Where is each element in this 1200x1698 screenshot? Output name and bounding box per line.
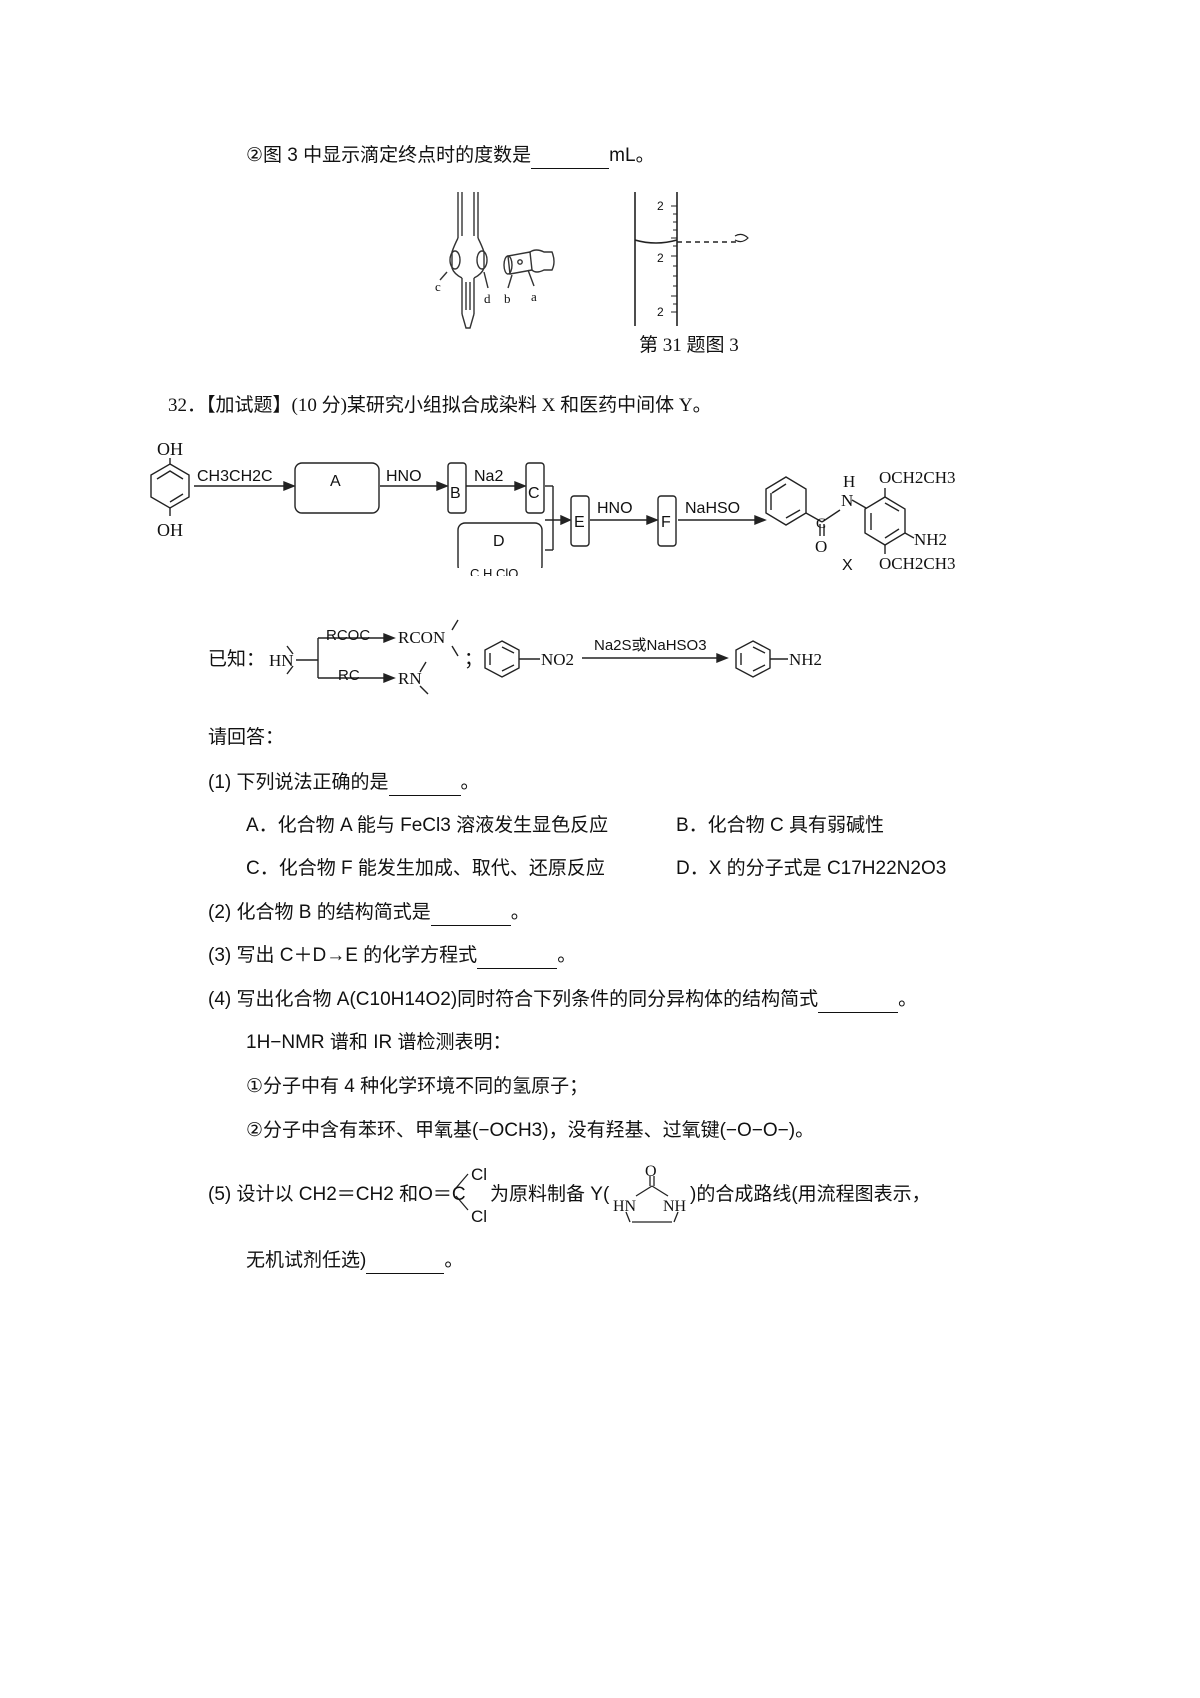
x-amino: NH2	[914, 530, 948, 549]
box-d-formula-cut: C H ClO	[470, 566, 519, 576]
x-label: X	[842, 557, 853, 574]
scheme-arrows	[194, 480, 767, 526]
reagent-3: Na2	[474, 468, 504, 485]
x-ethoxy-bottom: OCH2CH3	[879, 554, 956, 573]
option-d: D．X 的分子式是 C17H22N2O3	[676, 858, 947, 879]
oh-top: OH	[157, 439, 183, 459]
aniline-ring	[735, 640, 788, 678]
please-answer: 请回答：	[208, 727, 285, 748]
x-c: C	[816, 516, 827, 532]
q1: (1) 下列说法正确的是 。	[208, 771, 480, 796]
q5-cl-top: Cl	[471, 1165, 488, 1184]
known-rcon: RCON	[398, 628, 446, 647]
answer-blank-q5[interactable]	[366, 1249, 445, 1274]
q5-part-c: )的合成路线(用流程图表示，	[690, 1184, 931, 1205]
x-ethoxy-top: OCH2CH3	[879, 468, 956, 487]
known-condition: Na2S或NaHSO3	[594, 637, 707, 654]
y-o: O	[645, 1163, 657, 1180]
label-c: c	[435, 279, 441, 294]
q31-subq2: ②图 3 中显示滴定终点时的度数是 mL。	[246, 144, 655, 169]
figure-caption: 第 31 题图 3	[639, 335, 739, 356]
oh-bottom: OH	[157, 520, 183, 540]
box-c-label: C	[528, 485, 540, 502]
known-semicolon: ；	[464, 649, 484, 670]
nitrobenzene-ring	[484, 640, 540, 678]
compound-y-structure	[625, 1176, 679, 1223]
reagent-2: HNO	[386, 468, 422, 485]
known-hn: HN	[269, 651, 294, 670]
known-rcoc: RCOC	[326, 627, 371, 644]
label-d: d	[484, 291, 491, 306]
q4-condition-1: ①分子中有 4 种化学环境不同的氢原子；	[246, 1076, 589, 1097]
option-c: C．化合物 F 能发生加成、取代、还原反应	[246, 858, 605, 879]
q5-cl-bottom: Cl	[471, 1207, 488, 1226]
reagent-5: NaHSO	[685, 500, 741, 517]
reagent-4: HNO	[597, 500, 633, 517]
y-hn: HN	[613, 1198, 637, 1215]
known-reaction-2-arrow	[582, 652, 729, 664]
label-b: b	[504, 291, 511, 306]
scale-tick-mid: 2	[657, 251, 664, 265]
q32-header: 32．【加试题】(10 分)某研究小组拟合成染料 X 和医药中间体 Y。	[168, 395, 712, 416]
x-o: O	[815, 537, 828, 556]
answer-blank-q1[interactable]	[388, 771, 461, 796]
known-reaction-1	[286, 619, 459, 695]
q5-part-a: (5) 设计以 CH2＝CH2 和O＝C	[208, 1184, 466, 1205]
box-e-label: E	[574, 514, 585, 531]
bracket-cd	[545, 485, 554, 551]
figures-svg	[150, 192, 915, 1223]
scale-tick-top: 2	[657, 199, 664, 213]
box-f-label: F	[661, 514, 671, 531]
q5-part-d: 无机试剂任选) 。	[246, 1249, 463, 1274]
box-a-label: A	[330, 473, 341, 490]
answer-blank-q3[interactable]	[477, 944, 558, 969]
known-rc: RC	[338, 667, 360, 684]
reagent-1: CH3CH2C	[197, 468, 273, 485]
burette-figure	[439, 192, 555, 329]
phosgene-bonds	[455, 1173, 469, 1211]
q4: (4) 写出化合物 A(C10H14O2)同时符合下列条件的同分异构体的结构简式…	[208, 988, 917, 1013]
q4-condition-2: ②分子中含有苯环、甲氧基(−OCH3)，没有羟基、过氧键(−O−O−)。	[246, 1120, 815, 1141]
box-d-label: D	[493, 533, 505, 550]
q4-note: 1H−NMR 谱和 IR 谱检测表明：	[246, 1032, 512, 1053]
compound-x-structure	[765, 476, 915, 554]
x-n: N	[841, 491, 854, 510]
known-no2: NO2	[541, 650, 575, 669]
scheme-boxes	[294, 462, 677, 574]
q5-part-b: 为原料制备 Y(	[490, 1184, 610, 1205]
known-rn: RN	[398, 669, 422, 688]
option-b: B．化合物 C 具有弱碱性	[676, 815, 884, 836]
q2: (2) 化合物 B 的结构简式是 。	[208, 901, 530, 926]
y-nh: NH	[663, 1198, 687, 1215]
label-a: a	[531, 289, 537, 304]
q3: (3) 写出 C＋D→E 的化学方程式 。	[208, 944, 576, 969]
answer-blank-q2[interactable]	[430, 901, 511, 926]
graduated-cylinder	[634, 192, 749, 326]
x-h: H	[843, 472, 856, 491]
known-label: 已知：	[208, 649, 266, 670]
scale-tick-bottom: 2	[657, 305, 664, 319]
answer-blank[interactable]	[531, 144, 610, 169]
hydroquinone-ring	[150, 458, 190, 516]
answer-blank-q4[interactable]	[818, 988, 899, 1013]
box-b-label: B	[450, 485, 461, 502]
option-a: A．化合物 A 能与 FeCl3 溶液发生显色反应	[246, 815, 609, 836]
known-nh2: NH2	[789, 650, 823, 669]
